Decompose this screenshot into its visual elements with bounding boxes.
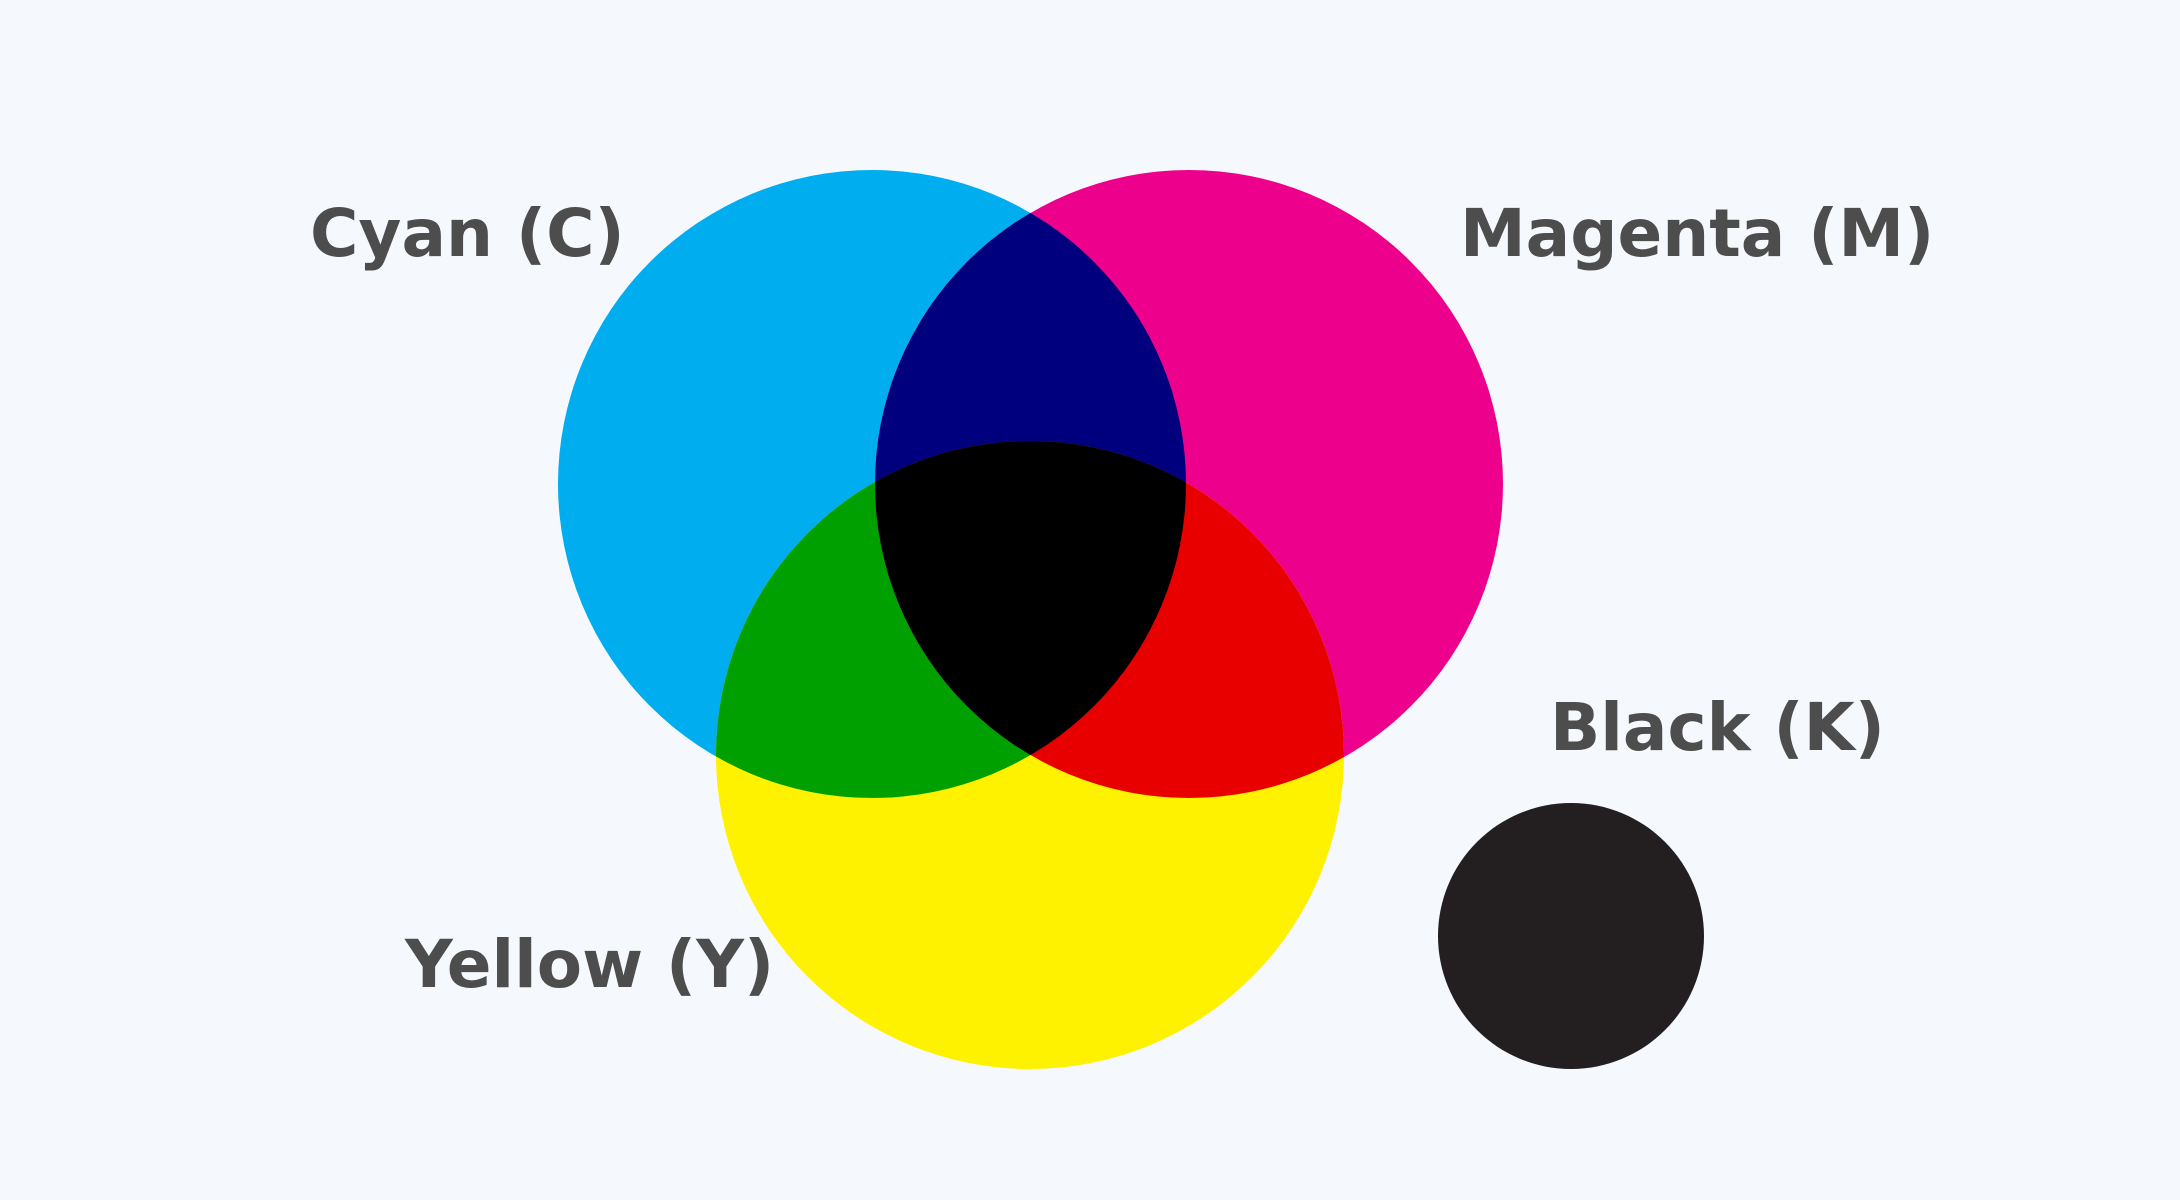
yellow-label: Yellow (Y) xyxy=(404,926,774,1003)
black-label: Black (K) xyxy=(1550,689,1885,766)
cyan-label: Cyan (C) xyxy=(310,195,625,272)
cyan-yellow-overlap xyxy=(716,441,1186,798)
black-circle xyxy=(1438,803,1704,1069)
magenta-label: Magenta (M) xyxy=(1460,195,1934,272)
